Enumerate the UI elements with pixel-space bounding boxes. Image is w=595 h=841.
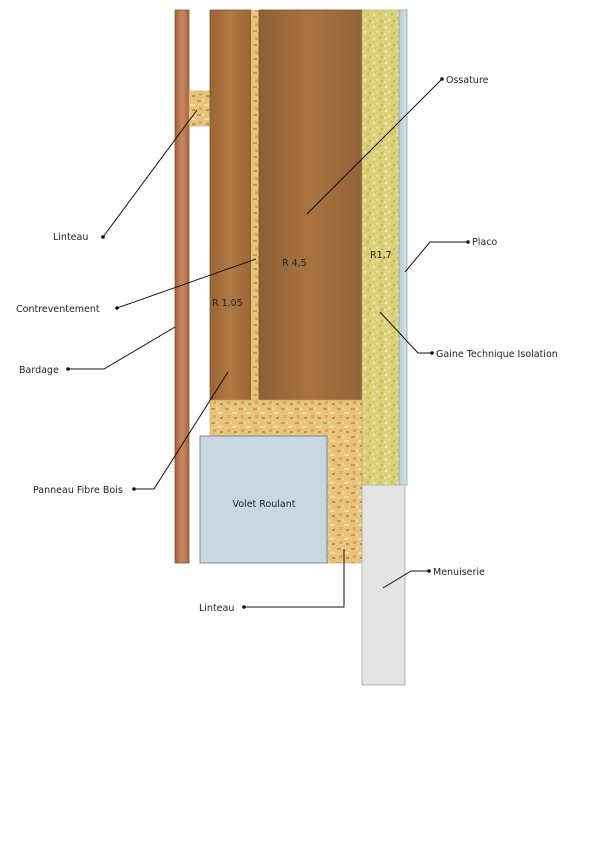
- placo-board: [398, 9, 408, 486]
- leader-dot-linteau-bottom: [242, 605, 246, 609]
- menuiserie-frame: [361, 484, 406, 686]
- leader-bardage: [68, 326, 176, 370]
- leader-linteau-top: [102, 109, 198, 238]
- contreventement-strip: [251, 10, 259, 400]
- volet-roulant-label: Volet Roulant: [232, 499, 295, 510]
- gaine-technique-isolation: [361, 9, 400, 486]
- leader-menuiserie: [382, 570, 429, 589]
- leader-dot-bardage: [66, 367, 70, 371]
- ossature-stud: [258, 9, 363, 401]
- r-value-gaine: R1,7: [370, 250, 392, 261]
- leader-ossature: [306, 78, 443, 215]
- r-value-panneau: R 1,05: [212, 298, 243, 309]
- label-ossature: Ossature: [446, 75, 489, 86]
- leader-contreventement: [116, 258, 257, 309]
- volet-roulant-box: [199, 435, 328, 564]
- linteau-block-top: [188, 90, 211, 127]
- leader-dot-menuiserie: [427, 569, 431, 573]
- label-linteau-top: Linteau: [53, 232, 88, 243]
- leader-panneau: [134, 371, 229, 490]
- label-linteau-bottom: Linteau: [199, 603, 234, 614]
- leader-dot-ossature: [440, 77, 444, 81]
- label-menuiserie: Menuiserie: [433, 567, 485, 578]
- leader-placo: [404, 241, 468, 273]
- leader-dot-panneau: [132, 487, 136, 491]
- leader-gaine: [379, 311, 432, 354]
- label-placo: Placo: [472, 237, 497, 248]
- label-gaine: Gaine Technique Isolation: [436, 349, 558, 360]
- leader-dot-linteau-top: [101, 235, 105, 239]
- r-value-ossature: R 4,5: [282, 258, 307, 269]
- label-contreventement: Contreventement: [16, 304, 100, 315]
- label-bardage: Bardage: [19, 365, 59, 376]
- leader-dot-gaine: [430, 351, 434, 355]
- label-panneau: Panneau Fibre Bois: [33, 485, 123, 496]
- leader-dot-contreventement: [115, 306, 119, 310]
- leader-linteau-bottom: [244, 549, 345, 608]
- leader-dot-placo: [466, 240, 470, 244]
- bardage-board: [174, 9, 190, 564]
- panneau-fibre-bois: [209, 9, 252, 401]
